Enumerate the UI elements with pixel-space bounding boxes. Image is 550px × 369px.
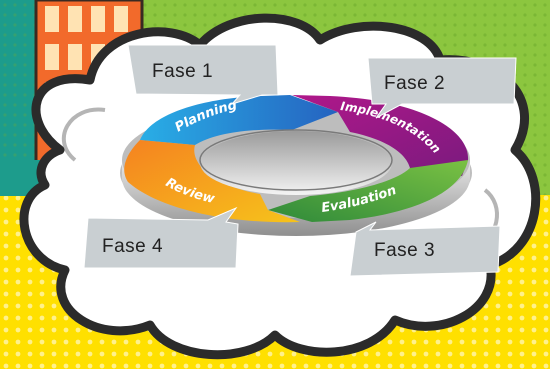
callout-label-3: Fase 3 bbox=[374, 240, 435, 261]
segment-planning bbox=[140, 95, 338, 145]
callout-fase-3: Fase 3 bbox=[349, 221, 501, 277]
callout-fase-4: Fase 4 bbox=[83, 206, 239, 269]
callout-fase-2: Fase 2 bbox=[367, 57, 517, 119]
segment-review bbox=[124, 140, 300, 223]
callout-label-4: Fase 4 bbox=[102, 236, 163, 257]
building-left bbox=[0, 0, 144, 196]
segment-evaluation bbox=[268, 160, 468, 222]
callout-label-2: Fase 2 bbox=[384, 73, 445, 94]
callout-label-1: Fase 1 bbox=[152, 61, 213, 82]
callout-fase-1: Fase 1 bbox=[127, 44, 279, 105]
cycle-ring bbox=[120, 95, 472, 236]
segment-implementation bbox=[292, 95, 469, 176]
